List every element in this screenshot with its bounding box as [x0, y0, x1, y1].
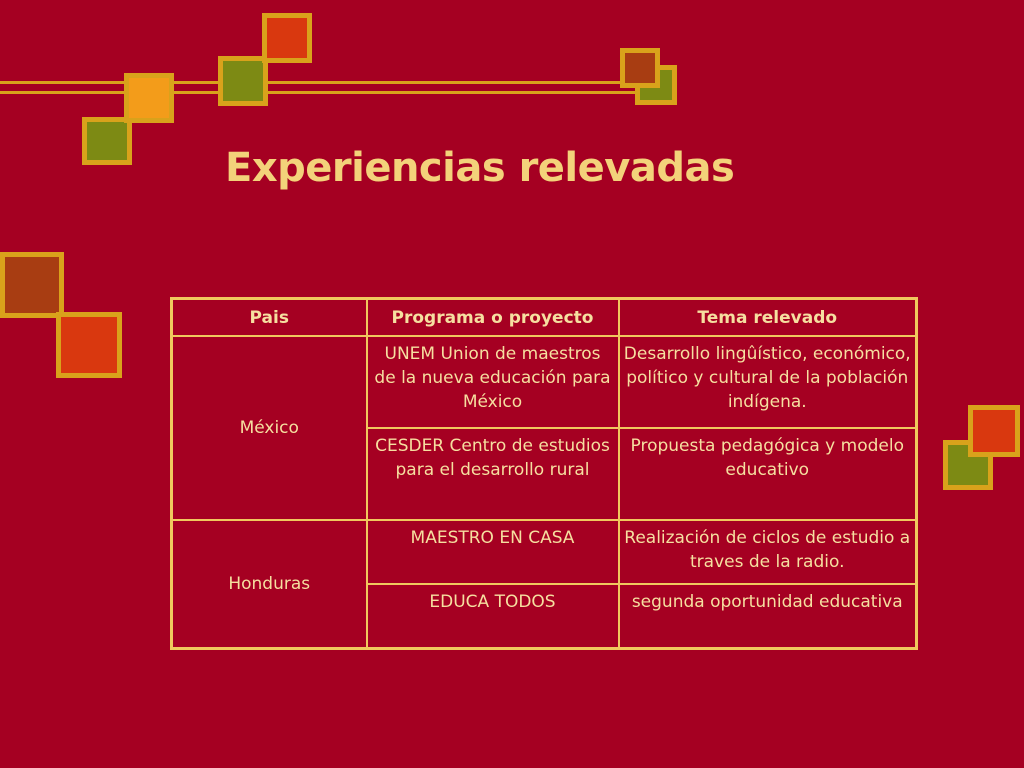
- decor-square-redorange: [56, 312, 122, 378]
- header-program: Programa o proyecto: [365, 297, 620, 337]
- decor-square-rust: [0, 252, 64, 318]
- decor-square-rust: [620, 48, 660, 88]
- program-cell: UNEM Union de maestros de la nueva educa…: [365, 335, 620, 429]
- country-cell: México: [170, 335, 368, 521]
- program-cell: EDUCA TODOS: [365, 583, 620, 650]
- table-header-row: Pais Programa o proyecto Tema relevado: [170, 297, 918, 337]
- table-row: Honduras MAESTRO EN CASA Realización de …: [170, 519, 918, 650]
- program-cell: CESDER Centro de estudios para el desarr…: [365, 427, 620, 521]
- decor-square-redorange: [262, 13, 312, 63]
- decor-line-top-1: [0, 81, 660, 84]
- program-cell: MAESTRO EN CASA: [365, 519, 620, 585]
- topic-cell: Desarrollo lingûístico, económico, polít…: [617, 335, 918, 429]
- header-country: Pais: [170, 297, 368, 337]
- table-row: CESDER Centro de estudios para el desarr…: [172, 427, 918, 521]
- table-row: EDUCA TODOS segunda oportunidad educativ…: [172, 583, 918, 650]
- slide-title: Experiencias relevadas: [225, 145, 735, 191]
- decor-square-olive: [218, 56, 268, 106]
- decor-line-top-2: [0, 91, 660, 94]
- topic-cell: Propuesta pedagógica y modelo educativo: [617, 427, 918, 521]
- topic-cell: Realización de ciclos de estudio a trave…: [617, 519, 918, 585]
- experiences-table: Pais Programa o proyecto Tema relevado M…: [170, 297, 918, 650]
- decor-square-redorange: [968, 405, 1020, 457]
- topic-cell: segunda oportunidad educativa: [617, 583, 918, 650]
- table-row: México UNEM Union de maestros de la nuev…: [170, 335, 918, 521]
- country-cell: Honduras: [170, 519, 368, 650]
- decor-square-olive: [82, 117, 132, 165]
- decor-square-orange: [124, 73, 174, 123]
- header-topic: Tema relevado: [617, 297, 918, 337]
